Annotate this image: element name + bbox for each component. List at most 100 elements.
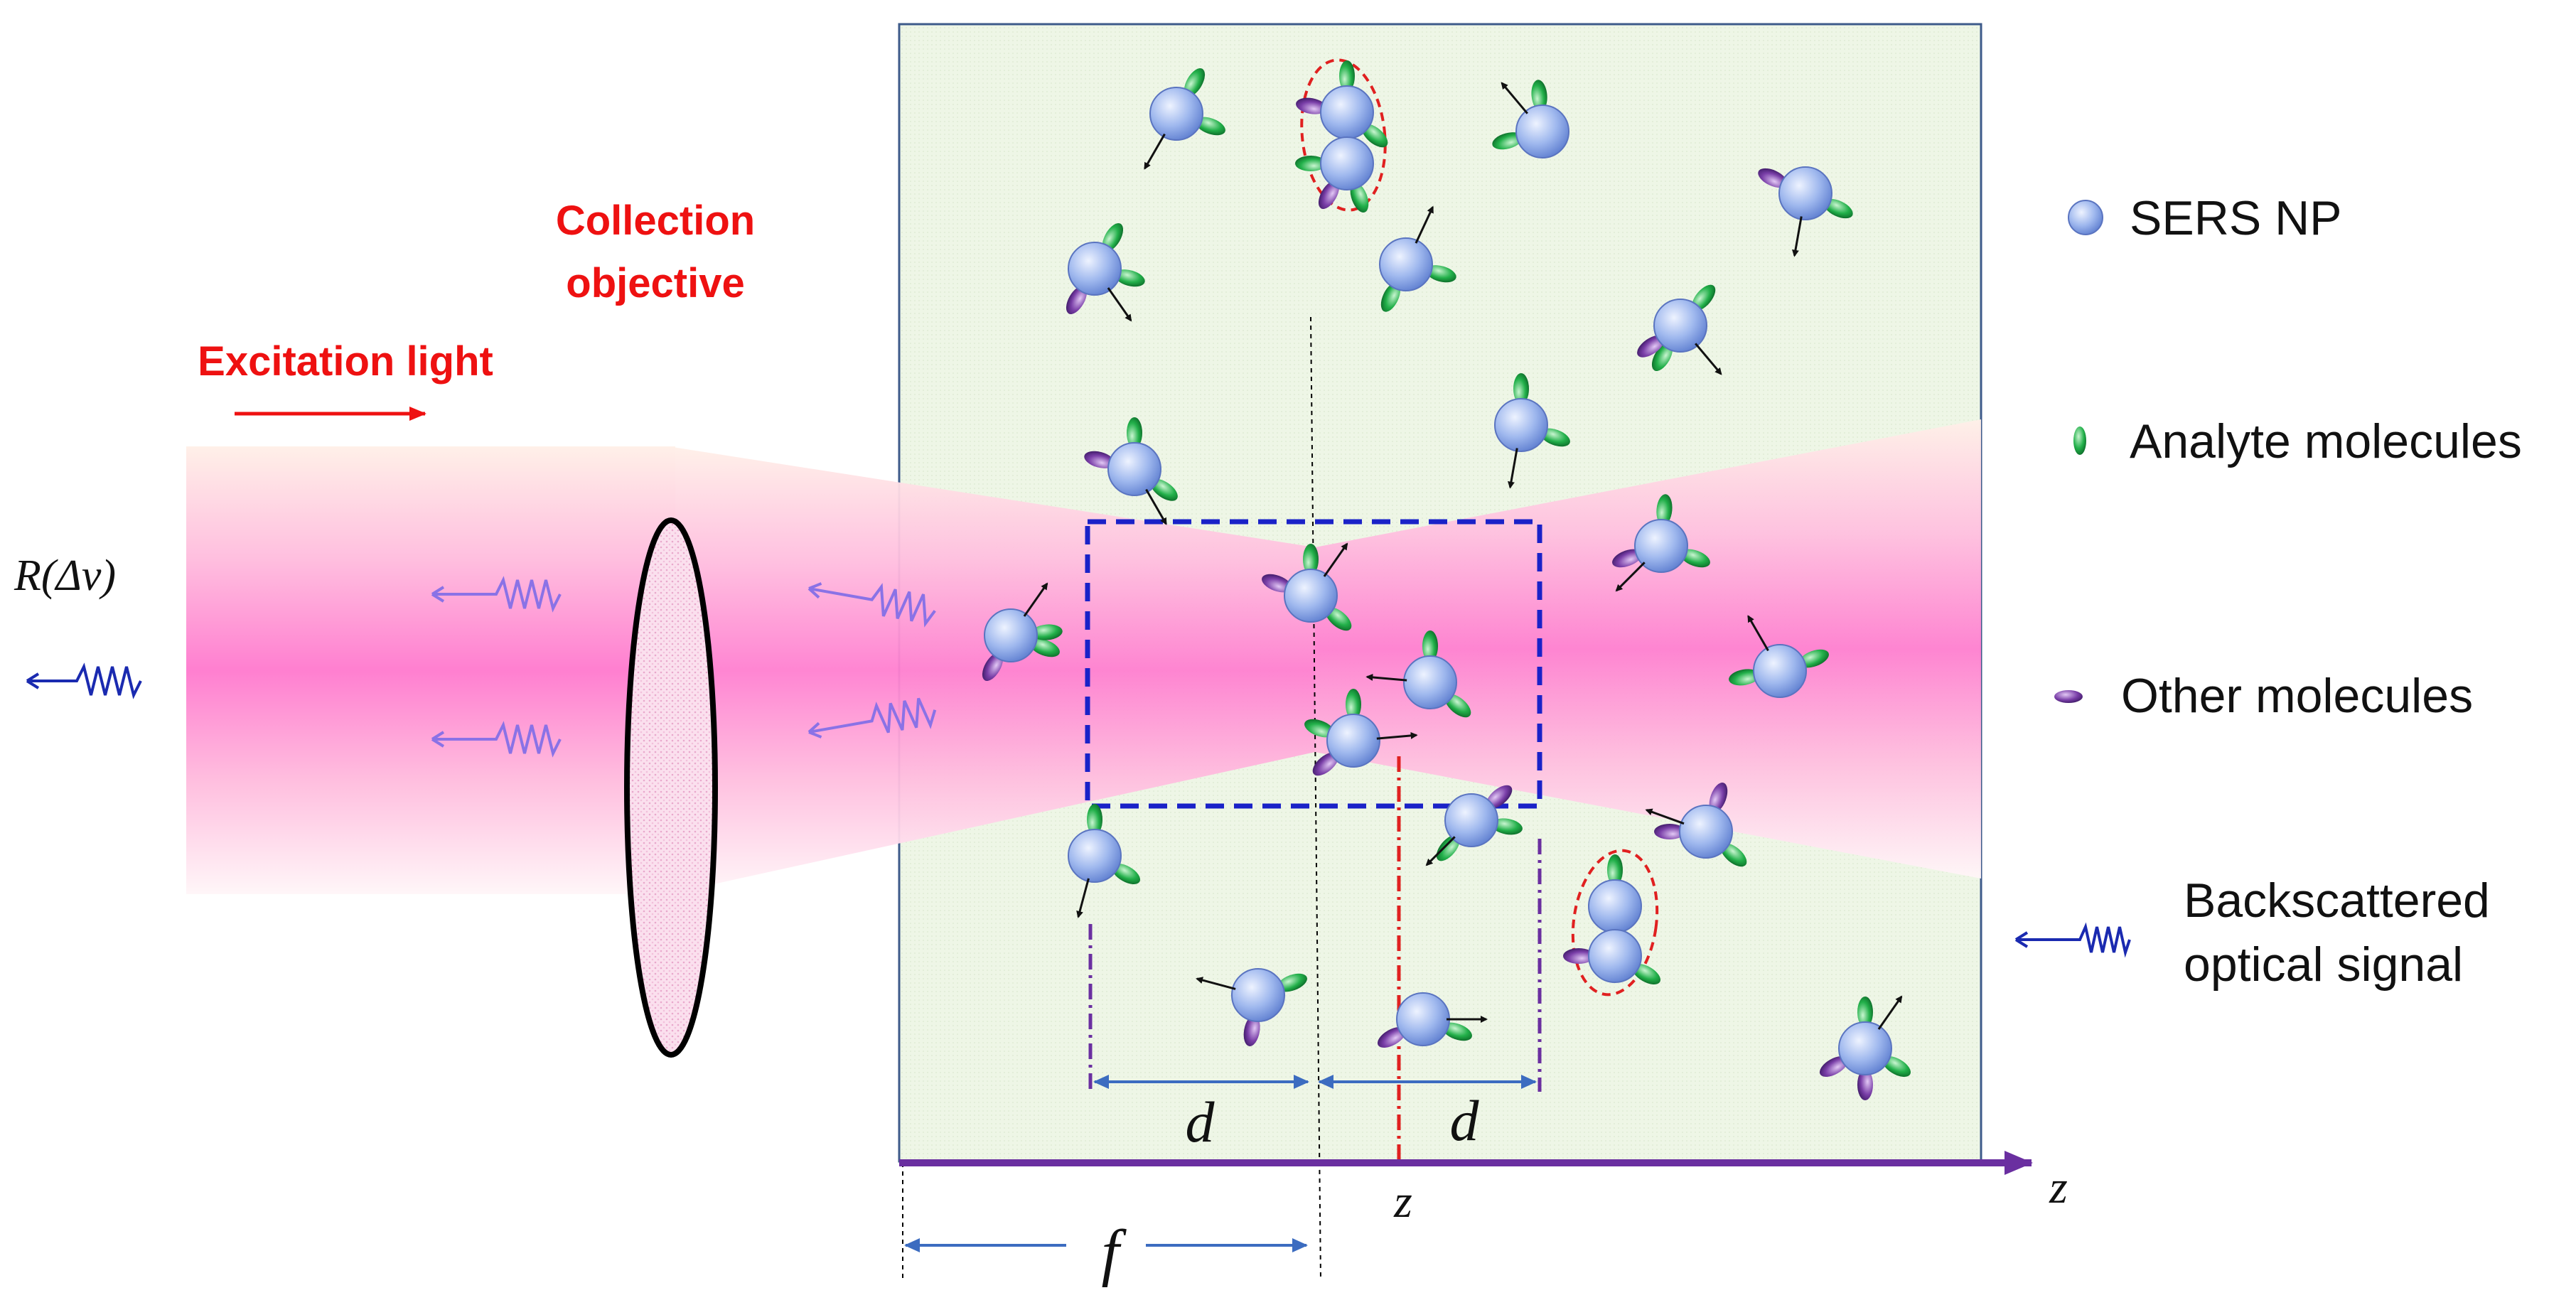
analyte-molecule-18 bbox=[1087, 804, 1102, 835]
collection-objective-label-1: Collection bbox=[556, 198, 755, 244]
nanoparticle-8 bbox=[1494, 398, 1548, 452]
analyte-molecule-12 bbox=[1656, 494, 1673, 526]
analyte-molecule-16 bbox=[1436, 834, 1460, 861]
other-molecule-17 bbox=[1709, 783, 1728, 813]
motion-arrow-3 bbox=[1501, 82, 1528, 114]
analyte-molecule-5 bbox=[1102, 223, 1124, 252]
motion-arrow-16 bbox=[1425, 836, 1456, 866]
analyte-molecule-1 bbox=[1339, 60, 1355, 92]
analyte-molecule-8 bbox=[1540, 428, 1570, 447]
other-molecule-20 bbox=[1563, 948, 1594, 964]
analyte-molecule-2 bbox=[1350, 182, 1369, 213]
nanoparticle-17 bbox=[1679, 805, 1733, 859]
particle-layer bbox=[982, 60, 1911, 1100]
analyte-molecule-3 bbox=[1492, 132, 1523, 150]
nanoparticle-20 bbox=[1588, 929, 1642, 983]
d-left-label: d bbox=[1186, 1090, 1215, 1154]
analyte-molecule-9 bbox=[1127, 417, 1142, 449]
analyte-molecule-3 bbox=[1531, 80, 1547, 112]
analyte-molecule-7 bbox=[1692, 284, 1716, 311]
motion-arrow-15 bbox=[1747, 615, 1769, 652]
z-marker-label: z bbox=[1393, 1176, 1412, 1228]
motion-arrow-13 bbox=[1365, 673, 1407, 682]
nanoparticle-19 bbox=[1588, 879, 1642, 933]
nanoparticle-6 bbox=[1379, 237, 1433, 291]
excitation-light-label: Excitation light bbox=[198, 338, 493, 385]
nanoparticle-14 bbox=[1326, 714, 1380, 768]
analyte-molecule-5 bbox=[1114, 269, 1145, 287]
analyte-molecule-13 bbox=[1444, 694, 1471, 718]
analyte-molecule-16 bbox=[1491, 818, 1523, 835]
legend-analyte-molecule-icon bbox=[2073, 426, 2086, 455]
other-molecule-10 bbox=[1262, 574, 1292, 593]
motion-arrow-8 bbox=[1508, 448, 1518, 489]
signal-squiggle-output bbox=[26, 662, 142, 699]
other-molecule-7 bbox=[1637, 335, 1665, 358]
other-molecule-5 bbox=[1066, 286, 1088, 314]
dimer-outline-bottom bbox=[1571, 849, 1659, 997]
analyte-molecule-17 bbox=[1720, 843, 1747, 867]
analyte-molecule-20 bbox=[1632, 963, 1660, 985]
analyte-molecule-14 bbox=[1304, 719, 1335, 738]
nanoparticle-1 bbox=[1320, 85, 1374, 139]
other-molecule-22 bbox=[1378, 1026, 1406, 1048]
z-axis-label: z bbox=[2049, 1161, 2068, 1213]
other-molecule-1 bbox=[1296, 97, 1327, 114]
analyte-molecule-10 bbox=[1303, 544, 1319, 575]
motion-arrow-6 bbox=[1415, 205, 1434, 244]
motion-arrow-7 bbox=[1695, 343, 1722, 375]
nanoparticle-5 bbox=[1068, 242, 1122, 296]
other-molecule-2 bbox=[1318, 181, 1340, 209]
signal-squiggle-1 bbox=[431, 576, 562, 613]
signal-squiggle-4 bbox=[807, 697, 937, 739]
motion-arrow-18 bbox=[1076, 878, 1090, 918]
nanoparticle-4 bbox=[1778, 166, 1832, 220]
motion-arrow-11 bbox=[1023, 582, 1048, 617]
nanoparticle-7 bbox=[1653, 299, 1707, 353]
nanoparticle-10 bbox=[1284, 569, 1338, 623]
motion-arrow-17 bbox=[1645, 808, 1685, 825]
nanoparticle-11 bbox=[984, 608, 1038, 662]
analyte-molecule-4 bbox=[1823, 198, 1853, 219]
signal-squiggle-3 bbox=[807, 582, 936, 628]
analyte-molecule-15 bbox=[1798, 649, 1829, 668]
nanoparticle-21 bbox=[1231, 968, 1285, 1022]
analyte-molecule-8 bbox=[1513, 373, 1529, 404]
motion-arrow-5 bbox=[1107, 287, 1132, 322]
analyte-molecule-12 bbox=[1680, 549, 1710, 568]
motion-arrow-0 bbox=[1144, 133, 1166, 170]
motion-arrow-23 bbox=[1877, 995, 1903, 1030]
nanoparticle-18 bbox=[1068, 829, 1122, 883]
collection-objective-label-2: objective bbox=[566, 260, 744, 306]
motion-arrow-12 bbox=[1615, 562, 1646, 592]
analyte-molecule-1 bbox=[1361, 124, 1388, 148]
other-molecule-12 bbox=[1612, 549, 1643, 568]
legend-backscattered-signal-icon bbox=[2014, 922, 2131, 958]
nanoparticle-3 bbox=[1515, 104, 1569, 159]
other-molecule-14 bbox=[1312, 752, 1339, 776]
analyte-molecule-0 bbox=[1184, 68, 1206, 97]
legend-backscattered-label-1: Backscattered bbox=[2184, 874, 2490, 928]
other-molecule-11 bbox=[982, 652, 1004, 681]
analyte-molecule-19 bbox=[1607, 854, 1623, 886]
motion-arrow-10 bbox=[1323, 542, 1348, 577]
legend-backscattered-label-2: optical signal bbox=[2184, 938, 2463, 992]
analyte-molecule-21 bbox=[1277, 973, 1307, 992]
other-molecule-23 bbox=[1857, 1069, 1873, 1100]
analyte-molecule-7 bbox=[1651, 343, 1673, 371]
motion-arrow-9 bbox=[1145, 488, 1167, 525]
r-delta-label: R(Δv) bbox=[14, 552, 116, 600]
other-molecule-4 bbox=[1758, 168, 1788, 188]
analyte-molecule-14 bbox=[1346, 689, 1361, 720]
legend: SERS NP Analyte molecules Other molecule… bbox=[2014, 191, 2522, 992]
legend-analyte-label: Analyte molecules bbox=[2130, 414, 2522, 468]
analyte-molecule-15 bbox=[1729, 669, 1760, 686]
legend-other-molecule-icon bbox=[2054, 690, 2083, 703]
nanoparticle-9 bbox=[1107, 442, 1161, 496]
beam-diverging bbox=[1315, 419, 1981, 879]
analyte-molecule-0 bbox=[1195, 117, 1225, 136]
nanoparticle-23 bbox=[1838, 1021, 1892, 1075]
motion-arrow-14 bbox=[1376, 731, 1418, 740]
other-molecule-17 bbox=[1654, 824, 1685, 839]
legend-other-label: Other molecules bbox=[2121, 669, 2473, 723]
